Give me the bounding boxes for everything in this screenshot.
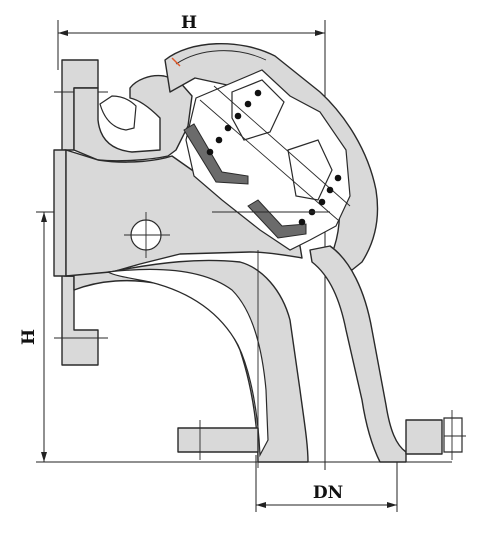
seal-rings	[183, 123, 307, 239]
dimension-top-h: H	[57, 13, 326, 470]
dimension-label-top-h: H	[181, 13, 197, 33]
dimension-bottom-dn: DN	[255, 455, 398, 512]
dimension-label-left-h: H	[19, 329, 39, 345]
inlet-port	[124, 212, 170, 258]
dimension-label-dn: DN	[313, 483, 343, 503]
disc-assembly	[185, 69, 351, 251]
center-lines	[212, 211, 330, 468]
bottom-flange	[177, 420, 259, 460]
right-outlet-flange	[405, 410, 466, 460]
spring-coils	[206, 89, 342, 226]
upper-body	[73, 74, 193, 162]
